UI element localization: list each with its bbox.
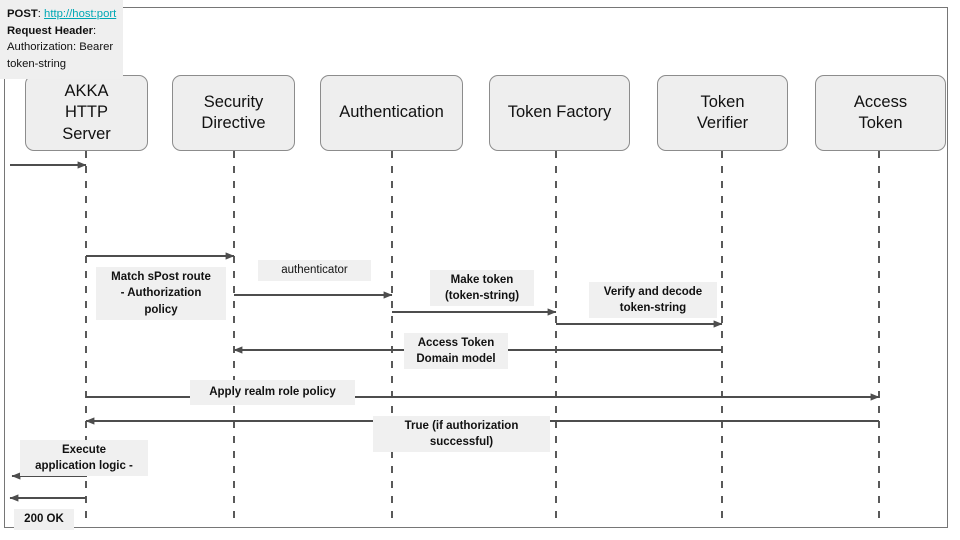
message-label-response-200-ok: 200 OK (14, 509, 74, 530)
actor-label-auth: Authentication (339, 103, 444, 122)
request-note-line-auth: Authorization: Bearer (7, 41, 114, 54)
request-method-separator: : (37, 8, 45, 20)
message-label-authorization-result: True (if authorization successful) (373, 416, 550, 452)
request-note-line-method: POST: http://host:port (7, 6, 116, 23)
message-label-match-route: Match sPost route - Authorization policy (96, 267, 226, 320)
request-method: POST (7, 8, 38, 20)
message-label-apply-realm-role-policy: Apply realm role policy (190, 380, 355, 405)
actor-box-token[interactable]: Access Token (815, 75, 946, 151)
actor-box-verify[interactable]: Token Verifier (657, 75, 788, 151)
message-label-execute-application-logic: Execute application logic - (20, 440, 148, 476)
request-note-line-token: token-string (7, 57, 67, 70)
actor-box-secdir[interactable]: Security Directive (172, 75, 295, 151)
actor-box-auth[interactable]: Authentication (320, 75, 463, 151)
actor-label-factory: Token Factory (507, 103, 612, 122)
actor-label-secdir: Security Directive (201, 92, 266, 132)
actor-box-factory[interactable]: Token Factory (489, 75, 630, 151)
actor-label-akka: AKKA HTTP Server (62, 82, 111, 143)
request-url-link[interactable]: http://host:port (44, 8, 117, 20)
request-note-line-header: Request Header: (7, 23, 116, 40)
request-note: POST: http://host:port Request Header: A… (0, 0, 124, 80)
message-label-access-token-domain-model: Access Token Domain model (404, 333, 508, 369)
message-label-make-token: Make token (token-string) (430, 270, 534, 306)
request-header-label: Request Header (7, 24, 94, 37)
actor-label-token: Access Token (853, 92, 908, 132)
actor-label-verify: Token Verifier (696, 92, 749, 132)
request-header-separator: : (93, 24, 97, 37)
message-label-verify-decode: Verify and decode token-string (589, 282, 717, 318)
message-label-authenticator: authenticator (258, 260, 371, 281)
actor-box-akka[interactable]: AKKA HTTP Server (25, 75, 148, 151)
